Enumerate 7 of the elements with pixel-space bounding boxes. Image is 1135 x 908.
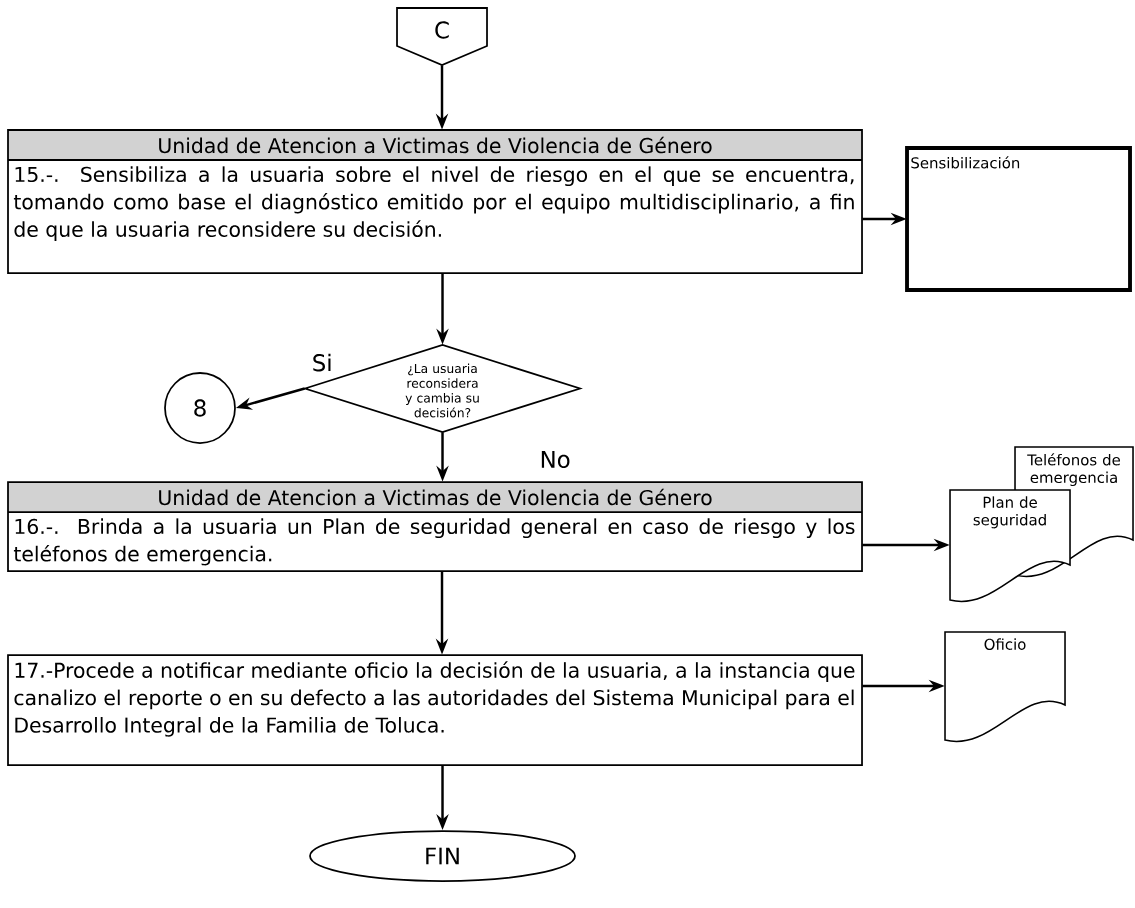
process-box: 17.-Procede a notificar mediante oficio la decisión de la usuaria, a la instancia que canalizo el reporte o en su defecto a las autoridades del Sistema Municipal para el Desarrollo Integral de la Familia de Toluca.: [7, 654, 863, 766]
off-page-connector: C: [396, 7, 488, 66]
process-box: Unidad de Atencion a Victimas de Violencia de Género 15.-. Sensibiliza a la usuaria sobre el nivel de riesgo en el que se encuentra, tomando como base el diagnóstico emitido por el equipo multidisciplinario, a fin de que la usuaria reconsidere su decisión.: [7, 129, 863, 274]
edge-label: Si: [310, 351, 335, 374]
document-box: Sensibilización: [905, 146, 1132, 292]
edge-label: No: [537, 449, 573, 470]
process-box: Unidad de Atencion a Victimas de Violencia de Género 16.-. Brinda a la usuaria un Plan de seguridad general en caso de riesgo y los teléfonos de emergencia.: [7, 481, 863, 572]
